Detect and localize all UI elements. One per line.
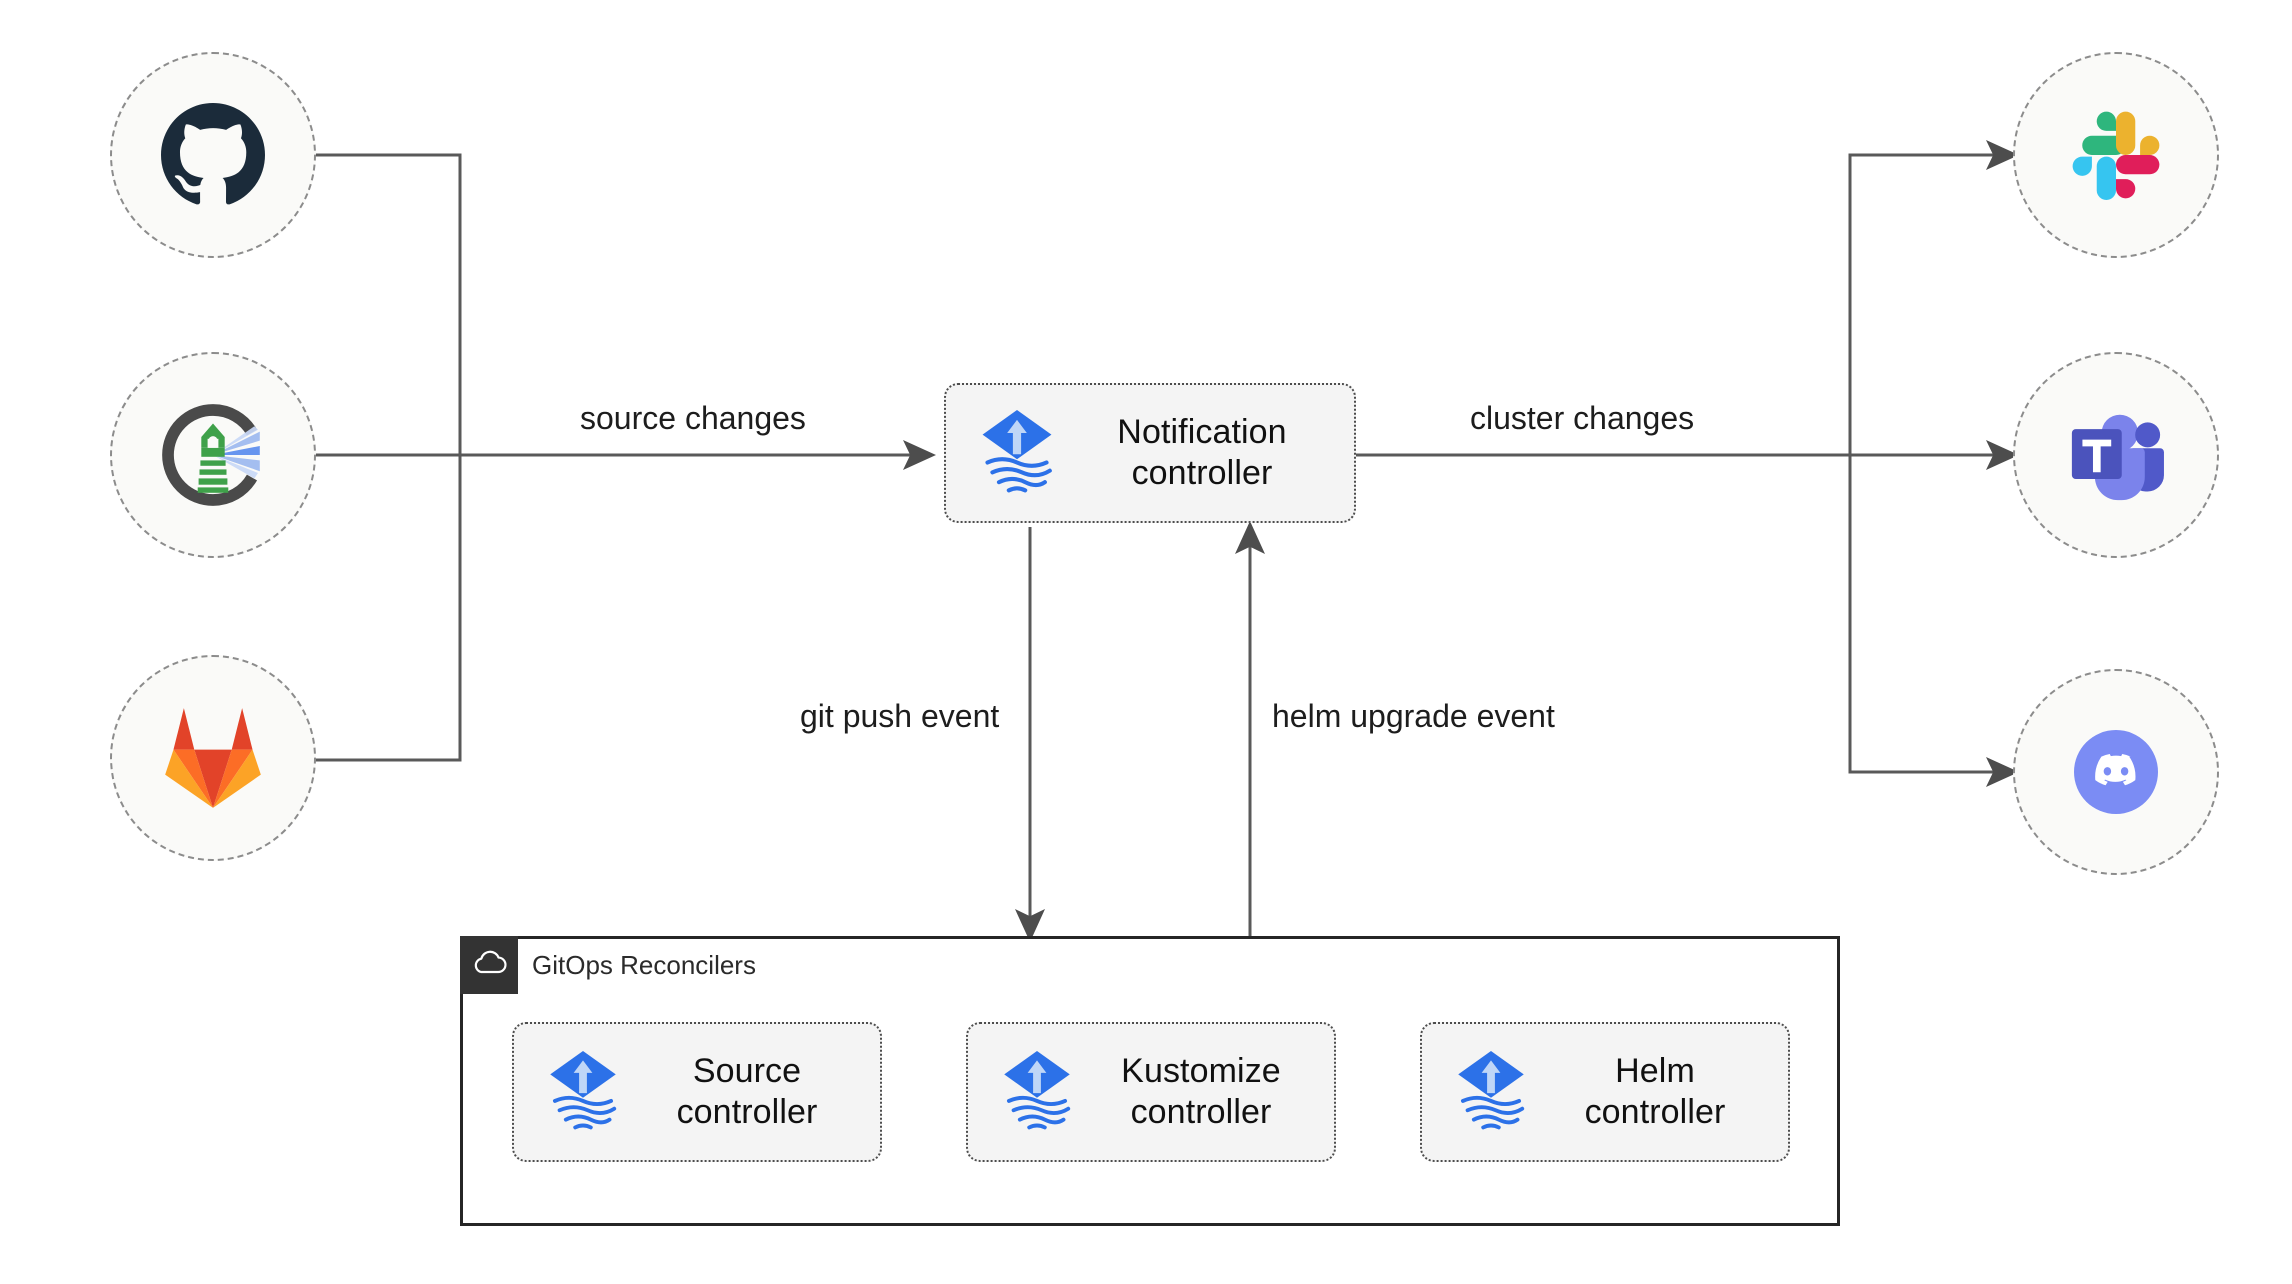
- source-node-gitlab[interactable]: [110, 655, 316, 861]
- gitops-reconcilers-title: GitOps Reconcilers: [532, 950, 756, 980]
- notification-controller-label: Notification controller: [1117, 412, 1287, 492]
- edge-label-helm-upgrade-event: helm upgrade event: [1272, 698, 1555, 734]
- source-controller-label: Source controller: [676, 1051, 818, 1131]
- notification-controller-box[interactable]: Notification controller: [944, 383, 1356, 523]
- flux-controller-icon: [1452, 1049, 1530, 1136]
- source-node-flux[interactable]: [110, 352, 316, 558]
- edge-label-git-push-event: git push event: [800, 698, 1000, 734]
- gitlab-icon: [161, 708, 265, 808]
- kustomize-controller-label: Kustomize controller: [1121, 1051, 1281, 1131]
- github-icon: [161, 103, 265, 207]
- helm-controller-box[interactable]: Helm controller: [1420, 1022, 1790, 1162]
- edge-rightbus-to-slack: [1848, 140, 2019, 455]
- target-node-discord[interactable]: [2013, 669, 2219, 875]
- flux-controller-icon: [544, 1049, 622, 1136]
- edge-gitlab-to-bus: [313, 455, 462, 762]
- edge-label-source-changes: source changes: [580, 400, 806, 436]
- helm-controller-label: Helm controller: [1584, 1051, 1726, 1131]
- target-node-slack[interactable]: [2013, 52, 2219, 258]
- flux-controller-icon: [976, 408, 1058, 499]
- edge-github-to-bus: [313, 153, 462, 455]
- edge-label-cluster-changes: cluster changes: [1470, 400, 1695, 436]
- kustomize-controller-box[interactable]: Kustomize controller: [966, 1022, 1336, 1162]
- slack-icon: [2067, 106, 2165, 204]
- ms-teams-icon: [2066, 408, 2166, 502]
- cloud-icon: [471, 950, 507, 981]
- gitops-badge: [460, 936, 518, 994]
- edge-rightbus-to-discord: [1848, 455, 2019, 787]
- flux-lighthouse-icon: [159, 401, 267, 509]
- source-node-github[interactable]: [110, 52, 316, 258]
- discord-icon: [2064, 720, 2168, 824]
- source-controller-box[interactable]: Source controller: [512, 1022, 882, 1162]
- target-node-teams[interactable]: [2013, 352, 2219, 558]
- flux-controller-icon: [998, 1049, 1076, 1136]
